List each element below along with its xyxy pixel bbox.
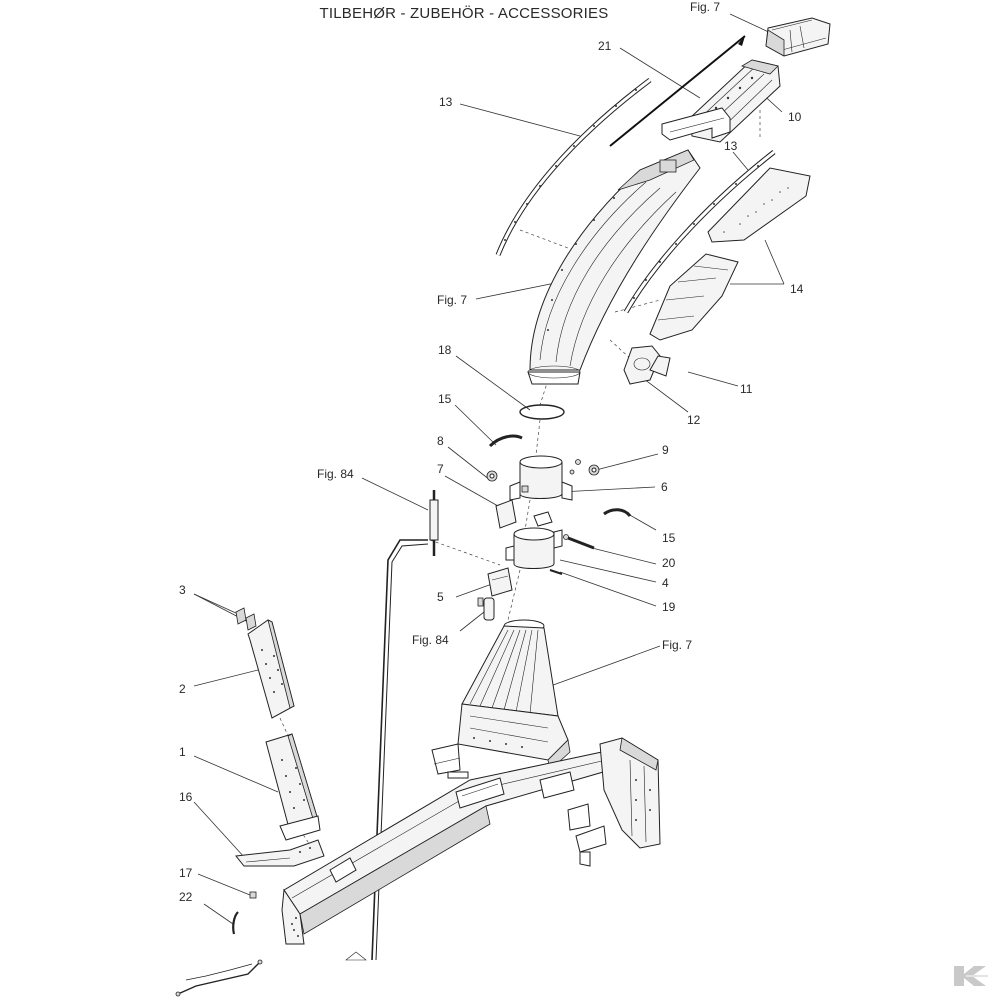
part-5-motor-bracket [487,567,513,597]
part-8-nut [486,470,498,482]
callout-6: 6 [661,480,668,494]
callout-16: 16 [179,790,193,804]
callout-13-right: 13 [724,139,738,153]
part-22-hook [232,911,239,935]
callout-14: 14 [790,282,804,296]
callout-9: 9 [662,443,669,457]
part-21-rod [609,35,746,147]
callout-20: 20 [662,556,676,570]
callout-21: 21 [598,39,612,53]
callout-15-right: 15 [662,531,676,545]
fig84-control-cable [345,490,439,961]
callout-13-left: 13 [439,95,453,109]
callout-11: 11 [740,382,753,396]
callout-1: 1 [179,745,186,759]
mounting-frame [539,737,661,867]
part-16-bracket [235,839,325,867]
deflector-hood [765,17,831,57]
callout-fig7-spout: Fig. 7 [437,293,468,307]
part-14-upper-liner [707,167,811,243]
callout-4: 4 [662,576,669,590]
part-14-lower-liner [649,253,739,341]
part-18-ring [519,404,565,420]
callout-5: 5 [437,590,444,604]
part-3-clips [235,607,257,631]
part-13-right-strip [623,150,776,314]
callout-10: 10 [788,110,802,124]
kramp-logo-icon [954,966,988,986]
part-7-bracket [495,499,553,529]
part-4-lower-housing [505,527,563,569]
part-21-bracket [661,107,731,141]
leader-lines [193,13,785,925]
part-1-extension [265,733,321,841]
part-13-left-strip [495,78,652,256]
callout-7: 7 [437,462,444,476]
part-17-bolt [249,891,257,899]
part-19-pin [549,569,563,575]
callout-fig84-top: Fig. 84 [317,467,354,481]
callout-8: 8 [437,434,444,448]
callout-17: 17 [179,866,193,880]
diagram-title: TILBEHØR - ZUBEHÖR - ACCESSORIES [319,5,609,22]
lower-spout-base [431,619,571,779]
callout-fig7-mid: Fig. 7 [662,638,693,652]
part-20-pin [563,534,595,550]
callout-15-left: 15 [438,392,452,406]
callout-12: 12 [687,413,701,427]
main-curved-spout [527,149,701,385]
part-15-left-clip [488,434,523,448]
callout-18: 18 [438,343,452,357]
part-2-extension [247,619,295,719]
callout-3: 3 [179,583,186,597]
cable-harness [175,959,263,997]
callout-19: 19 [662,600,676,614]
part-15-right-clip [603,508,632,518]
callout-22: 22 [179,890,193,904]
callout-fig84-mid: Fig. 84 [412,633,449,647]
part-11-plate [649,355,671,377]
main-boom-arm [281,751,611,945]
part-9-nut [569,459,600,476]
part-6-upper-housing [509,455,573,501]
fig84-actuator [477,597,495,621]
callout-2: 2 [179,682,186,696]
callout-fig7-top: Fig. 7 [690,0,721,14]
